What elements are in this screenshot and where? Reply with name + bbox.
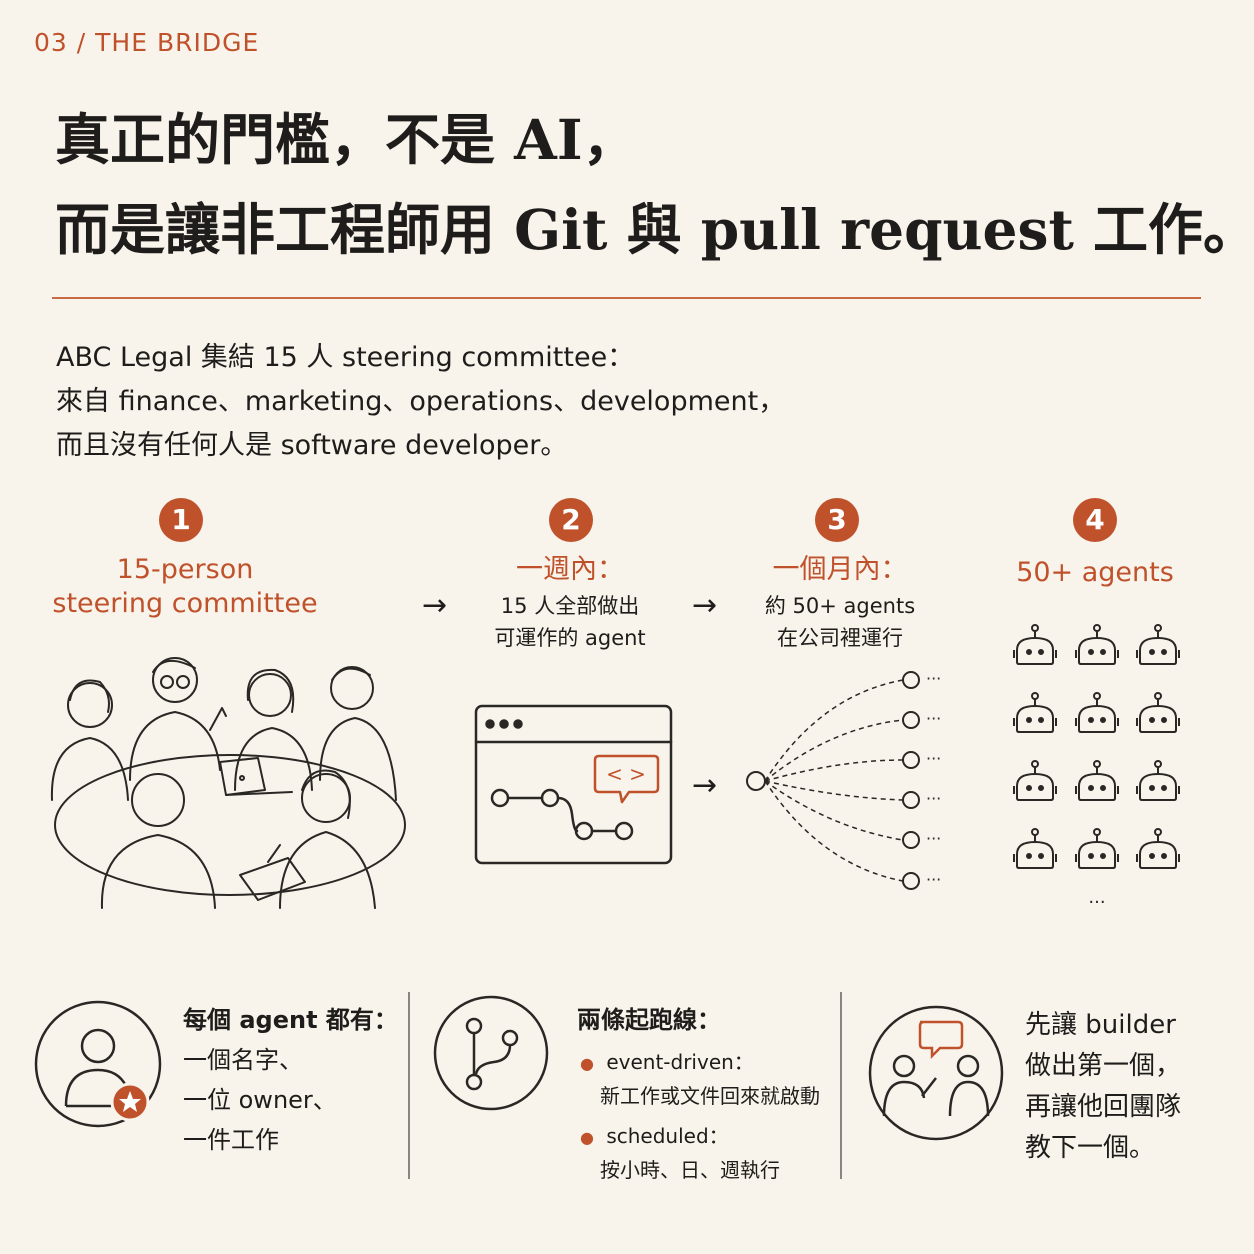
fanout-ellipsis-4: ···: [926, 789, 941, 808]
step-1-title-line-2: steering committee: [52, 588, 318, 619]
builder-line-3: 再讓他回團隊: [1025, 1092, 1182, 1122]
step-3-desc-line-2: 在公司裡運行: [777, 626, 903, 650]
laptop: [219, 757, 293, 796]
person-woman-center: [234, 668, 313, 791]
meeting-illustration: [50, 657, 406, 909]
person-front-left: [100, 773, 216, 909]
robot-icon: [1136, 692, 1180, 733]
robot-icon: [1136, 760, 1180, 801]
person-right: [319, 666, 397, 801]
robot-grid: ···: [1013, 624, 1180, 912]
team-chat-icon: [868, 1005, 1004, 1141]
robot-icon: [1013, 624, 1057, 665]
headline-line-2: 而是讓非工程師用 Git 與 pull request 工作。: [55, 197, 1254, 262]
robot-grid-ellipsis: ···: [1088, 892, 1105, 912]
notepad: [239, 857, 306, 901]
step-1-title-line-1: 15-person: [116, 554, 254, 585]
builder-line-1: 先讓 builder: [1025, 1010, 1176, 1040]
agent-info-item-1: 一個名字、: [183, 1046, 303, 1074]
builder-line-2: 做出第一個，: [1025, 1051, 1182, 1081]
fanout-ellipsis-3: ···: [926, 749, 941, 768]
meeting-table: [54, 754, 406, 896]
bullet-icon: ●: [580, 1054, 594, 1073]
fanout-ellipsis-5: ···: [926, 829, 941, 848]
step-2-desc: 15 人全部做出 可運作的 agent: [450, 590, 690, 654]
track-1-label: event-driven：: [606, 1050, 754, 1074]
robot-icon: [1013, 828, 1057, 869]
agent-info-item-2: 一位 owner、: [183, 1086, 337, 1114]
fanout-ellipsis-1: ···: [926, 669, 941, 688]
track-2-desc: 按小時、日、週執行: [600, 1158, 780, 1182]
robot-icon: [1075, 760, 1119, 801]
robot-icon: [1136, 624, 1180, 665]
bottom-divider-1: [408, 992, 410, 1179]
agent-info-block: 每個 agent 都有： 一個名字、 一位 owner、 一件工作: [183, 1000, 398, 1160]
robot-icon: [1075, 624, 1119, 665]
step-3-desc-line-1: 約 50+ agents: [764, 594, 916, 618]
agent-fanout: ··· ··· ··· ··· ··· ···: [746, 669, 941, 890]
agent-info-item-3: 一件工作: [183, 1126, 279, 1154]
robot-icon: [1013, 692, 1057, 733]
code-bubble-icon: < >: [593, 754, 660, 804]
fanout-endpoints: [902, 671, 920, 890]
arrow-step-2-3: →: [692, 588, 718, 623]
bullet-icon: ●: [580, 1128, 594, 1147]
step-3-desc: 約 50+ agents 在公司裡運行: [720, 590, 960, 654]
step-3-title: 一個月內：: [772, 554, 908, 585]
step-2-badge: 2: [549, 498, 593, 542]
fanout-ellipsis-6: ···: [926, 870, 941, 889]
robot-icon: [1075, 692, 1119, 733]
kicker: 03 / THE BRIDGE: [34, 28, 260, 57]
git-branch-icon: [433, 995, 549, 1111]
intro-line-3: 而且沒有任何人是 software developer。: [56, 430, 568, 461]
step-4-title: 50+ agents: [1016, 557, 1174, 588]
arrow-step-1-2: →: [422, 588, 448, 623]
builder-block: 先讓 builder 做出第一個， 再讓他回團隊 教下一個。: [1025, 1005, 1181, 1169]
arrow-window-fanout: →: [692, 768, 718, 803]
person-star-icon: [34, 1000, 162, 1128]
fanout-ellipsis-2: ···: [926, 709, 941, 728]
step-3-badge: 3: [815, 498, 859, 542]
tracks-list: ● event-driven： 新工作或文件回來就啟動 ● scheduled：…: [580, 1046, 820, 1186]
browser-window-icon: < >: [474, 704, 673, 865]
agent-info-title: 每個 agent 都有：: [183, 1006, 398, 1034]
step-1-title: 15-person steering committee: [40, 553, 330, 621]
title-rule: [52, 297, 1201, 299]
step-4-badge: 4: [1073, 498, 1117, 542]
person-glasses: [129, 657, 227, 781]
tracks-title: 兩條起跑線：: [577, 1006, 721, 1034]
step-2-desc-line-1: 15 人全部做出: [500, 594, 640, 618]
intro-line-1: ABC Legal 集結 15 人 steering committee：: [56, 342, 635, 373]
step-2-desc-line-2: 可運作的 agent: [494, 626, 646, 650]
headline-line-1: 真正的門檻，不是 AI，: [55, 107, 638, 172]
track-1-desc: 新工作或文件回來就啟動: [600, 1084, 820, 1108]
bottom-divider-2: [840, 992, 842, 1179]
person-front-right: [239, 769, 376, 909]
person-left: [50, 679, 129, 801]
robot-icon: [1136, 828, 1180, 869]
track-item-2: ● scheduled：: [580, 1120, 820, 1154]
code-bubble-label: < >: [606, 762, 646, 786]
step-1-badge: 1: [159, 498, 203, 542]
track-item-1: ● event-driven：: [580, 1046, 820, 1080]
step-2-title: 一週內：: [516, 554, 624, 585]
fanout-origin: [746, 771, 766, 791]
track-2-label: scheduled：: [606, 1124, 729, 1148]
intro-line-2: 來自 finance、marketing、operations、developm…: [56, 386, 786, 417]
robot-icon: [1075, 828, 1119, 869]
builder-line-4: 教下一個。: [1025, 1133, 1156, 1163]
robot-icon: [1013, 760, 1057, 801]
